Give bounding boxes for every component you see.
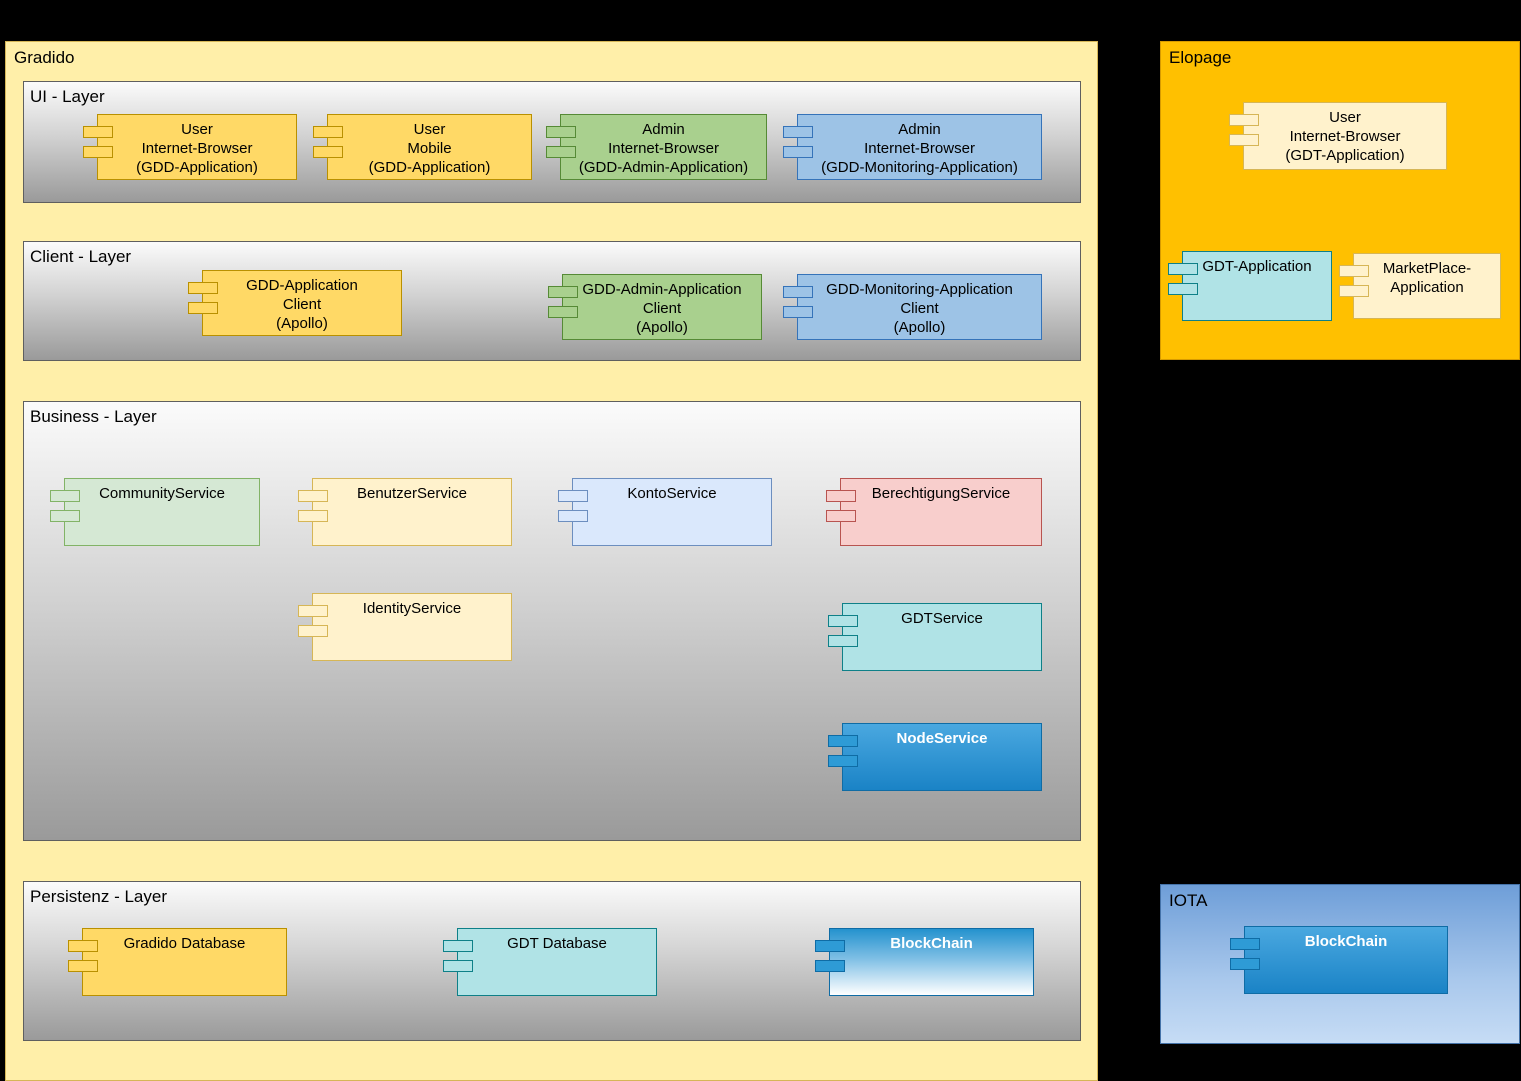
component-ui-user-internet-browser[interactable]: User Internet-Browser (GDD-Application) — [83, 114, 297, 180]
port-icon — [313, 146, 343, 158]
component-community-service[interactable]: CommunityService — [50, 478, 260, 546]
container-elopage-label: Elopage — [1169, 48, 1232, 67]
layer-business[interactable]: Business - Layer CommunityService Benutz… — [23, 401, 1081, 841]
container-elopage[interactable]: Elopage User Internet-Browser (GDT-Appli… — [1160, 41, 1520, 360]
component-label: BenutzerService — [356, 485, 468, 502]
component-identity-service[interactable]: IdentityService — [298, 593, 512, 661]
port-icon — [558, 490, 588, 502]
component-label: BlockChain — [1304, 933, 1388, 950]
component-label: NodeService — [896, 730, 988, 747]
layer-persistenz-label: Persistenz - Layer — [30, 887, 167, 906]
port-icon — [828, 755, 858, 767]
component-label: Admin Internet-Browser (GDD-Monitoring-A… — [821, 121, 1018, 176]
port-icon — [83, 146, 113, 158]
port-icon — [1230, 938, 1260, 950]
component-label: MarketPlace- Application — [1382, 260, 1472, 296]
layer-business-label: Business - Layer — [30, 407, 157, 426]
component-berechtigung-service[interactable]: BerechtigungService — [826, 478, 1042, 546]
component-blockchain-persistenz[interactable]: BlockChain — [815, 928, 1034, 996]
component-client-gdd-monitoring-application[interactable]: GDD-Monitoring-Application Client (Apoll… — [783, 274, 1042, 340]
port-icon — [783, 286, 813, 298]
port-icon — [68, 940, 98, 952]
component-elopage-user-internet-browser[interactable]: User Internet-Browser (GDT-Application) — [1229, 102, 1447, 170]
port-icon — [783, 126, 813, 138]
port-icon — [1229, 114, 1259, 126]
port-icon — [1230, 958, 1260, 970]
component-node-service[interactable]: NodeService — [828, 723, 1042, 791]
component-label: GDD-Admin-Application Client (Apollo) — [582, 281, 742, 336]
component-label: GDT-Application — [1202, 258, 1312, 275]
port-icon — [815, 940, 845, 952]
component-benutzer-service[interactable]: BenutzerService — [298, 478, 512, 546]
component-gdt-service[interactable]: GDTService — [828, 603, 1042, 671]
component-client-gdd-admin-application[interactable]: GDD-Admin-Application Client (Apollo) — [548, 274, 762, 340]
component-label: GDT Database — [507, 935, 607, 952]
component-label: GDD-Application Client (Apollo) — [246, 277, 358, 332]
port-icon — [50, 490, 80, 502]
port-icon — [815, 960, 845, 972]
component-ui-user-mobile[interactable]: User Mobile (GDD-Application) — [313, 114, 532, 180]
component-label: Admin Internet-Browser (GDD-Admin-Applic… — [578, 121, 749, 176]
port-icon — [783, 306, 813, 318]
component-label: User Internet-Browser (GDT-Application) — [1285, 109, 1405, 164]
component-iota-blockchain[interactable]: BlockChain — [1230, 926, 1448, 994]
port-icon — [188, 282, 218, 294]
container-gradido[interactable]: Gradido UI - Layer User Internet-Browser… — [5, 41, 1098, 1081]
component-label: User Mobile (GDD-Application) — [368, 121, 491, 176]
port-icon — [68, 960, 98, 972]
port-icon — [546, 126, 576, 138]
port-icon — [83, 126, 113, 138]
component-label: BerechtigungService — [871, 485, 1011, 502]
component-gdt-application[interactable]: GDT-Application — [1168, 251, 1332, 321]
port-icon — [298, 510, 328, 522]
container-iota-label: IOTA — [1169, 891, 1208, 910]
port-icon — [826, 510, 856, 522]
port-icon — [1339, 285, 1369, 297]
component-gradido-database[interactable]: Gradido Database — [68, 928, 287, 996]
component-label: GDTService — [901, 610, 983, 627]
component-konto-service[interactable]: KontoService — [558, 478, 772, 546]
component-marketplace-application[interactable]: MarketPlace- Application — [1339, 253, 1501, 319]
port-icon — [50, 510, 80, 522]
component-label: User Internet-Browser (GDD-Application) — [136, 121, 258, 176]
component-label: Gradido Database — [123, 935, 246, 952]
port-icon — [443, 940, 473, 952]
container-gradido-label: Gradido — [14, 48, 75, 67]
port-icon — [828, 615, 858, 627]
component-label: CommunityService — [99, 485, 225, 502]
component-ui-admin-internet-browser[interactable]: Admin Internet-Browser (GDD-Admin-Applic… — [546, 114, 767, 180]
port-icon — [188, 302, 218, 314]
component-client-gdd-application[interactable]: GDD-Application Client (Apollo) — [188, 270, 402, 336]
component-gdt-database[interactable]: GDT Database — [443, 928, 657, 996]
port-icon — [548, 306, 578, 318]
port-icon — [828, 735, 858, 747]
port-icon — [313, 126, 343, 138]
container-iota[interactable]: IOTA BlockChain — [1160, 884, 1520, 1044]
port-icon — [828, 635, 858, 647]
port-icon — [826, 490, 856, 502]
port-icon — [298, 605, 328, 617]
component-ui-admin-monitoring-browser[interactable]: Admin Internet-Browser (GDD-Monitoring-A… — [783, 114, 1042, 180]
port-icon — [443, 960, 473, 972]
component-label: IdentityService — [362, 600, 462, 617]
layer-client-label: Client - Layer — [30, 247, 132, 266]
layer-ui-label: UI - Layer — [30, 87, 105, 106]
layer-client[interactable]: Client - Layer GDD-Application Client (A… — [23, 241, 1081, 361]
port-icon — [548, 286, 578, 298]
port-icon — [298, 625, 328, 637]
component-label: GDD-Monitoring-Application Client (Apoll… — [826, 281, 1013, 336]
component-label: KontoService — [627, 485, 717, 502]
port-icon — [1229, 134, 1259, 146]
port-icon — [783, 146, 813, 158]
port-icon — [546, 146, 576, 158]
port-icon — [1168, 283, 1198, 295]
port-icon — [298, 490, 328, 502]
port-icon — [558, 510, 588, 522]
component-label: BlockChain — [890, 935, 973, 952]
layer-ui[interactable]: UI - Layer User Internet-Browser (GDD-Ap… — [23, 81, 1081, 203]
port-icon — [1168, 263, 1198, 275]
layer-persistenz[interactable]: Persistenz - Layer Gradido Database GDT … — [23, 881, 1081, 1041]
port-icon — [1339, 265, 1369, 277]
